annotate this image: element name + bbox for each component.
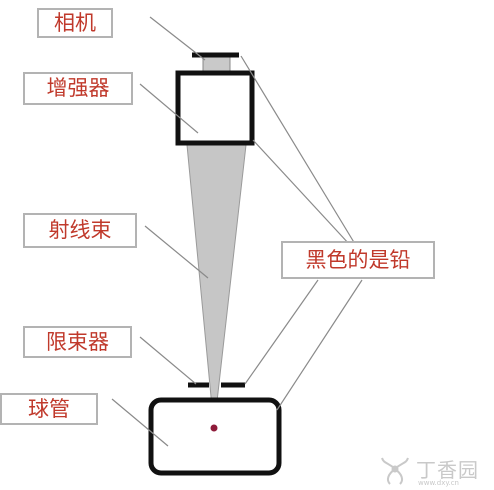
tube-housing (148, 397, 282, 476)
label-beam: 射线束 (23, 213, 137, 248)
leader-beam (144, 225, 209, 279)
leader-intensifier (139, 83, 199, 134)
leader-collimator (139, 336, 197, 385)
label-tube: 球管 (0, 393, 98, 425)
label-camera: 相机 (37, 8, 113, 38)
leader-camera (149, 16, 206, 61)
label-intensifier: 增强器 (23, 72, 133, 105)
watermark-url: www.dxy.cn (418, 479, 459, 487)
leader-lead-collimator (244, 279, 319, 385)
leader-lead-camera (240, 55, 356, 245)
dingxiangyuan-logo-icon (381, 457, 409, 485)
label-lead: 黑色的是铅 (281, 241, 435, 279)
leader-lead-intensifier (252, 139, 351, 246)
tube-focal-point (210, 424, 218, 432)
watermark-text: 丁香园 (416, 458, 479, 482)
watermark: 丁香园 www.dxy.cn (376, 452, 486, 488)
intensifier-box (175, 70, 255, 146)
leader-tube (111, 398, 169, 447)
label-collimator: 限束器 (23, 326, 132, 358)
leader-lead-tube (276, 279, 363, 411)
